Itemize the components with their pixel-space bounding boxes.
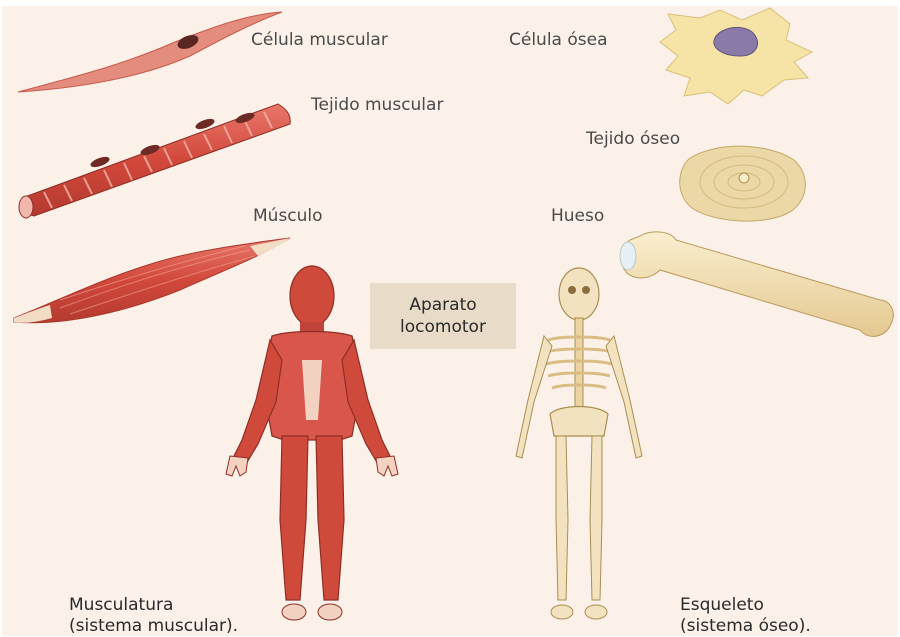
label-muscle-tissue: Tejido muscular <box>311 95 443 115</box>
center-label-line2: locomotor <box>400 316 486 338</box>
bone-tissue-illustration <box>680 146 806 221</box>
caption-muscular-line1: Musculatura <box>69 595 238 616</box>
label-bone-cell: Célula ósea <box>509 30 608 50</box>
label-bone: Hueso <box>551 206 604 226</box>
bone-cell-nucleus <box>714 27 758 56</box>
caption-muscular-system: Musculatura (sistema muscular). <box>69 595 238 637</box>
muscle-tissue-illustration <box>19 104 290 218</box>
skeletal-system-figure <box>516 268 642 619</box>
caption-skeletal-line2: (sistema óseo). <box>680 616 811 637</box>
bone-cell-illustration <box>660 8 812 104</box>
muscle-cell-illustration <box>18 12 282 92</box>
center-label-line1: Aparato <box>409 294 476 316</box>
caption-skeletal-line1: Esqueleto <box>680 595 811 616</box>
caption-skeletal-system: Esqueleto (sistema óseo). <box>680 595 811 637</box>
muscle-illustration <box>14 238 290 323</box>
label-bone-tissue: Tejido óseo <box>586 129 680 149</box>
label-muscle: Músculo <box>253 206 323 226</box>
label-muscle-cell: Célula muscular <box>251 30 388 50</box>
bone-illustration <box>620 232 893 336</box>
locomotor-system-box: Aparato locomotor <box>370 283 516 349</box>
caption-muscular-line2: (sistema muscular). <box>69 616 238 637</box>
